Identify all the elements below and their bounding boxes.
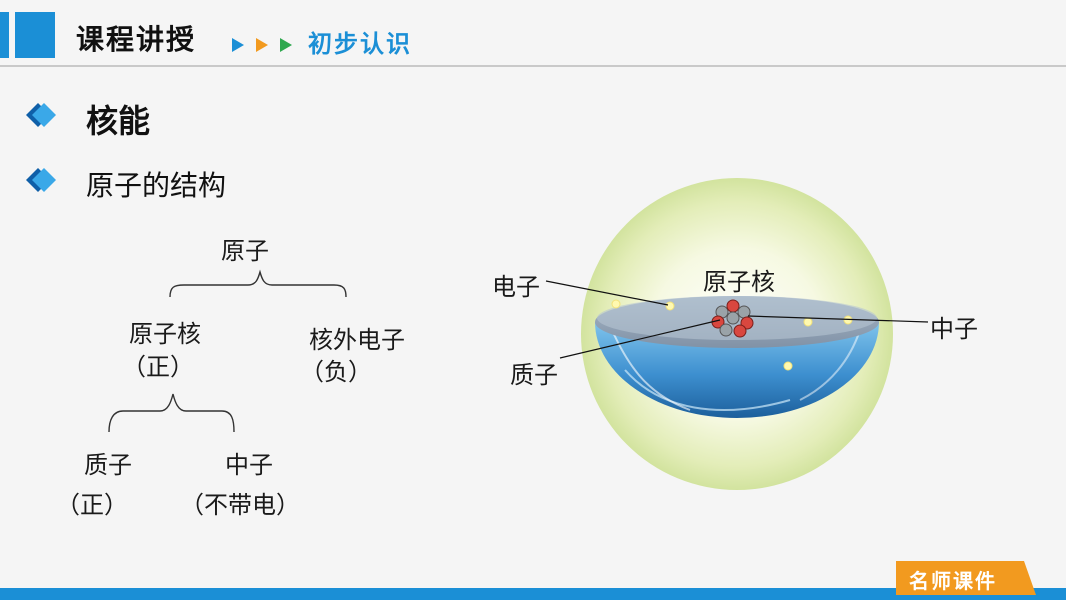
tree-proton-label: 质子 [84, 451, 132, 479]
section-heading: 核能 [86, 102, 151, 140]
diagram-label-proton: 质子 [510, 361, 558, 389]
footer-bar [0, 588, 1066, 600]
header-divider [0, 65, 1066, 67]
tree-nucleus-charge: （正） [122, 353, 194, 381]
electron-dot [783, 361, 793, 371]
tree-neutron-charge: （不带电） [180, 491, 300, 519]
tree-proton-charge: （正） [56, 491, 128, 519]
diagram-label-nucleus: 原子核 [703, 268, 775, 296]
play-arrow-icon [256, 38, 268, 52]
play-arrow-icon [280, 38, 292, 52]
electron-dot [803, 317, 813, 327]
header-subtitle: 初步认识 [308, 30, 412, 58]
diamond-bullet-icon [26, 103, 56, 127]
atom-hemisphere [595, 322, 879, 418]
electron-dot [665, 301, 675, 311]
footer-badge-label: 名师课件 [909, 569, 997, 593]
footer-badge [896, 561, 1036, 595]
tree-nucleus-label: 原子核 [129, 320, 201, 348]
play-arrow-icon [232, 38, 244, 52]
tree-electron-label: 核外电子 [309, 326, 405, 354]
tree-root-atom: 原子 [221, 237, 269, 265]
diagram-label-neutron: 中子 [930, 315, 978, 343]
tree-electron-charge: （负） [300, 358, 372, 386]
diagram-label-electron: 电子 [492, 273, 540, 301]
header-title: 课程讲授 [76, 23, 197, 56]
nucleus-cluster [711, 299, 754, 338]
header-accent-block [15, 12, 55, 58]
tree-neutron-label: 中子 [225, 451, 273, 479]
header-accent-bar [0, 12, 9, 58]
section-subheading: 原子的结构 [86, 169, 227, 202]
diamond-bullet-icon [26, 168, 56, 192]
electron-dot [611, 299, 621, 309]
